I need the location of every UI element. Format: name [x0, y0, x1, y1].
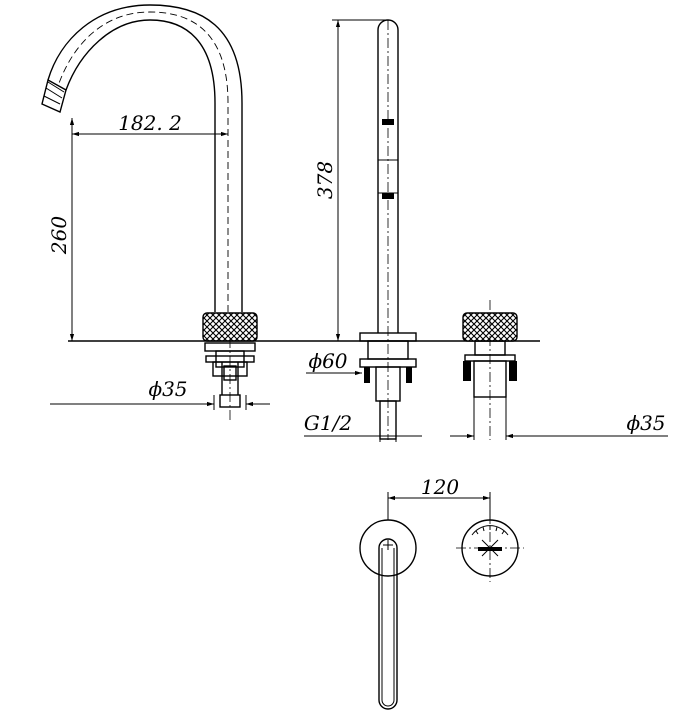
center-base — [359, 332, 417, 440]
spout-side-view — [377, 19, 399, 440]
dimension-base-diameter: ϕ60 — [306, 349, 362, 376]
spout-reach-label: 182. 2 — [118, 111, 182, 135]
dimension-thread: G1/2 — [304, 408, 422, 442]
right-handle-diameter-label: ϕ35 — [626, 411, 665, 435]
spout-height-label: 260 — [47, 216, 71, 255]
spout-front-view — [41, 4, 243, 312]
dimension-spout-reach: 182. 2 — [72, 111, 228, 137]
total-height-label: 378 — [313, 161, 337, 199]
thread-size-label: G1/2 — [304, 411, 352, 435]
right-handle-side-view — [462, 300, 518, 440]
left-knurled-collar — [202, 312, 258, 342]
dimension-total-height: 378 — [313, 19, 388, 341]
top-view-spout — [359, 519, 417, 710]
left-under-mount — [204, 338, 256, 420]
dimension-left-handle-diameter: ϕ35 — [50, 377, 270, 410]
dimension-right-handle-diameter: ϕ35 — [450, 397, 668, 440]
top-view-handle — [456, 514, 524, 582]
handle-spacing-label: 120 — [421, 475, 459, 499]
dimension-handle-spacing: 120 — [387, 475, 491, 520]
left-handle-diameter-label: ϕ35 — [148, 377, 187, 401]
dimension-spout-height: 260 — [47, 118, 75, 341]
base-diameter-label: ϕ60 — [308, 349, 347, 373]
